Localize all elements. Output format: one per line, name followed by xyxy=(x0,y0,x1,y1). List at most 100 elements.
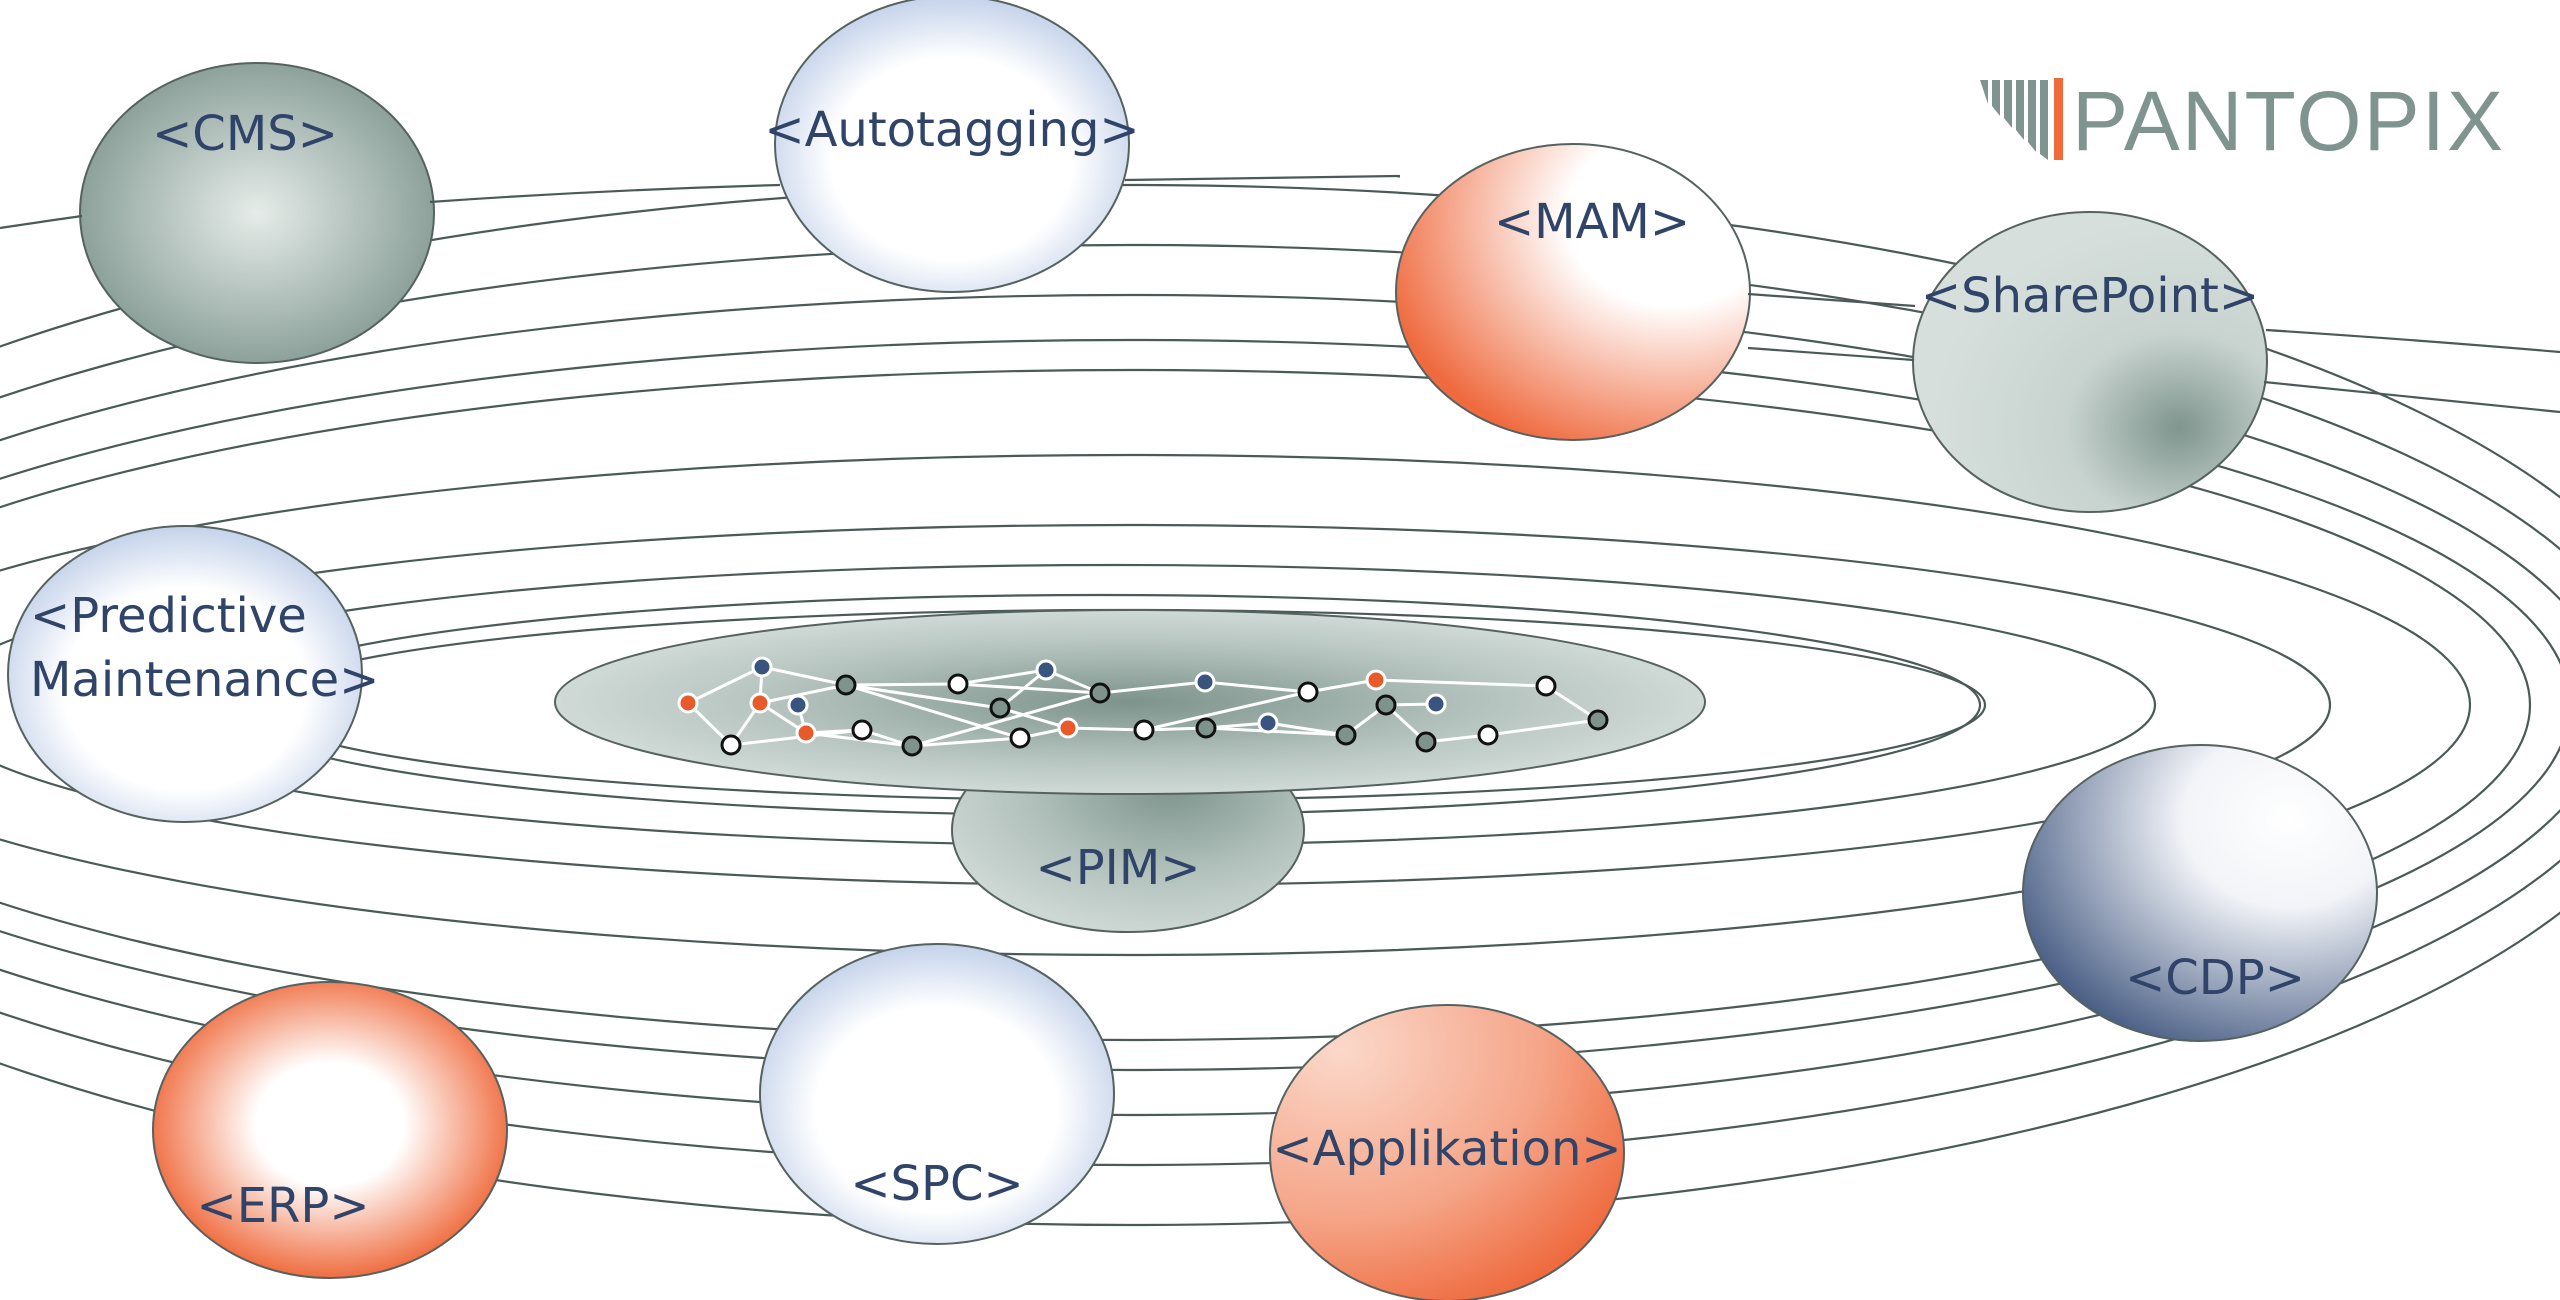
graph-node xyxy=(1297,681,1319,703)
pantopix-logo: PANTOPIX xyxy=(1980,74,2505,168)
graph-edge xyxy=(1067,726,1145,732)
graph-edge xyxy=(911,691,1101,748)
graph-edge xyxy=(1204,680,1309,694)
graph-node xyxy=(677,692,699,714)
orbit-ring xyxy=(0,294,2560,1116)
graph-node xyxy=(751,656,773,678)
planet-cms-body xyxy=(79,62,435,364)
planet-autotagging-body xyxy=(774,0,1130,293)
orbit-ring xyxy=(0,339,2560,1071)
logo-bar xyxy=(2016,80,2024,140)
graph-edge xyxy=(1375,678,1547,688)
planet-applikation-body xyxy=(1269,1004,1625,1300)
graph-nodes xyxy=(677,656,1609,757)
graph-node xyxy=(1375,694,1397,716)
graph-edge xyxy=(761,665,847,687)
planet-applikation[interactable]: <Applikation> xyxy=(1269,1004,1625,1300)
graph-node xyxy=(787,694,809,716)
planet-sharepoint-label: <SharePoint> xyxy=(1921,268,2259,324)
graph-edge xyxy=(1099,680,1206,695)
graph-node xyxy=(1365,669,1387,691)
planet-autotagging-label: <Autotagging> xyxy=(764,102,1139,158)
graph-edge xyxy=(730,728,863,747)
graph-edge xyxy=(759,683,847,705)
planet-spc[interactable]: <SPC> xyxy=(759,943,1115,1245)
central-disk xyxy=(554,609,1706,795)
planet-cdp[interactable]: <CDP> xyxy=(2022,744,2378,1042)
graph-node xyxy=(835,674,857,696)
orbit-ring xyxy=(0,184,2560,1226)
graph-node xyxy=(1057,717,1079,739)
graph-node xyxy=(1133,719,1155,741)
orbit-front-segment xyxy=(0,214,83,230)
planet-predictive-maintenance-label-line1: <Predictive xyxy=(30,588,307,644)
graph-node xyxy=(1009,727,1031,749)
planet-mam-label: <MAM> xyxy=(1494,194,1690,250)
orbit-front-segment xyxy=(1747,292,1916,308)
orbit-front-segment xyxy=(2263,380,2560,414)
knowledge-graph-core xyxy=(554,609,1706,795)
planet-spc-body xyxy=(759,943,1115,1245)
logo-bar xyxy=(2028,80,2036,152)
orbit-front-segment xyxy=(429,183,781,204)
logo-bar xyxy=(2040,80,2048,160)
graph-node xyxy=(1477,724,1499,746)
graph-node xyxy=(1425,693,1447,715)
orbit-front-segment xyxy=(1124,174,1401,182)
planet-cdp-body xyxy=(2022,744,2378,1042)
graph-edge xyxy=(1143,690,1309,732)
graph-node xyxy=(1415,731,1437,753)
graph-node xyxy=(1194,671,1216,693)
graph-node xyxy=(989,697,1011,719)
graph-node xyxy=(720,734,742,756)
graph-edge xyxy=(845,683,1021,740)
planet-predictive-maintenance-body xyxy=(7,525,363,823)
graph-node xyxy=(901,735,923,757)
graph-edge xyxy=(957,668,1047,686)
graph-edge xyxy=(1205,726,1347,737)
planet-erp-body xyxy=(152,981,508,1279)
orbit-ring xyxy=(0,369,2531,1041)
graph-edge xyxy=(911,736,1021,748)
logo-bar xyxy=(1992,80,2000,116)
planet-sharepoint-body xyxy=(1912,211,2268,513)
planet-predictive-maintenance[interactable]: <Predictive Maintenance> xyxy=(7,525,379,823)
graph-edge xyxy=(845,682,959,687)
graph-edge xyxy=(687,665,763,705)
graph-node xyxy=(1195,717,1217,739)
logo-bar xyxy=(2004,80,2012,128)
graph-edge xyxy=(1487,718,1599,737)
logo-text: PANTOPIX xyxy=(2072,74,2505,168)
logo-mark xyxy=(1980,78,2063,160)
graph-edge xyxy=(957,682,1101,695)
planet-erp[interactable]: <ERP> xyxy=(152,981,508,1279)
orbit-front-segments xyxy=(0,174,2560,414)
graph-node xyxy=(749,692,771,714)
graph-node xyxy=(795,722,817,744)
orbit-ring xyxy=(0,453,2471,957)
planet-spc-label: <SPC> xyxy=(850,1156,1023,1212)
planet-applikation-label: <Applikation> xyxy=(1272,1121,1621,1177)
graph-node xyxy=(851,719,873,741)
planet-autotagging[interactable]: <Autotagging> xyxy=(764,0,1140,293)
planet-predictive-maintenance-label-line2: Maintenance> xyxy=(30,652,379,708)
planet-pim-label: <PIM> xyxy=(1036,840,1201,896)
planet-cms-label: <CMS> xyxy=(152,106,338,162)
graph-node xyxy=(1335,724,1357,746)
planet-mam-body xyxy=(1395,143,1751,441)
orbit-front-segment xyxy=(2265,328,2560,354)
graph-node xyxy=(947,673,969,695)
graph-edge xyxy=(1307,678,1377,694)
planet-cms[interactable]: <CMS> xyxy=(79,62,435,364)
planet-sharepoint[interactable]: <SharePoint> xyxy=(1912,211,2268,513)
graph-node xyxy=(1535,675,1557,697)
logo-accent-bar xyxy=(2054,78,2063,160)
planet-erp-label: <ERP> xyxy=(196,1178,369,1234)
orbit-ring xyxy=(0,244,2560,1166)
graph-node xyxy=(1587,709,1609,731)
orbit-front-segment xyxy=(1747,346,1915,362)
graph-edge xyxy=(999,706,1069,730)
planet-mam[interactable]: <MAM> xyxy=(1395,143,1751,441)
logo-bar xyxy=(1980,80,1988,104)
